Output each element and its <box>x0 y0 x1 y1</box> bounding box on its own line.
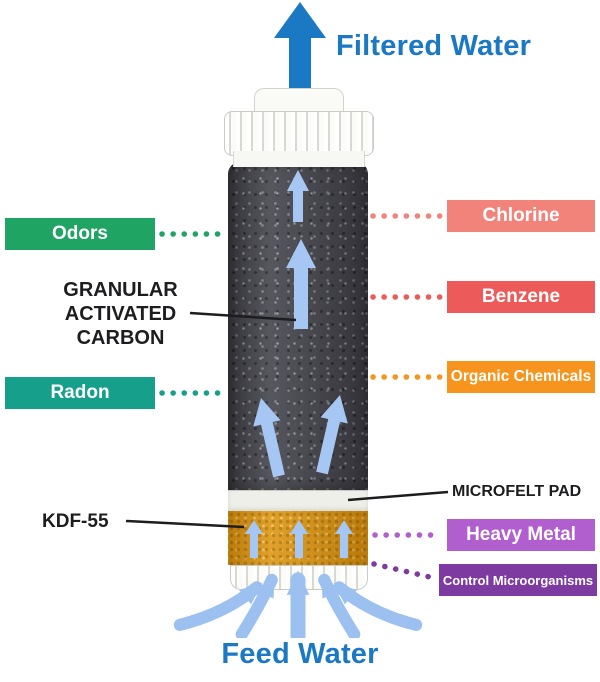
kdf-arrow-left-icon <box>245 520 263 558</box>
feed-arrowhead-inner-right-icon <box>321 574 340 599</box>
feed-water-title: Feed Water <box>221 638 379 670</box>
feed-arrowhead-inner-left-icon <box>256 574 275 599</box>
filtered-water-arrow-icon <box>274 2 326 90</box>
kdf-pointer-line <box>125 519 245 529</box>
cartridge-shoulder <box>233 151 365 167</box>
odors-badge: Odors <box>5 218 155 250</box>
control-microorganisms-badge: Control Microorganisms <box>439 564 597 596</box>
feed-arrowhead-center-icon <box>286 570 310 595</box>
feed-arrowhead-outer-right-icon <box>333 582 357 605</box>
flow-arrow-middle-icon <box>286 239 316 329</box>
feed-arrowhead-outer-left-icon <box>239 582 263 605</box>
radon-badge: Radon <box>5 377 155 409</box>
flow-arrow-lower-right-icon <box>316 395 348 475</box>
microfelt-pad-label: MICROFELT PAD <box>452 483 582 500</box>
benzene-badge: Benzene <box>447 281 595 313</box>
kdf-arrow-center-icon <box>290 520 308 558</box>
internal-flow-arrows <box>245 170 353 558</box>
kdf-arrow-right-icon <box>335 520 353 558</box>
up-arrow-icon <box>274 2 326 90</box>
cartridge-collar <box>224 111 374 156</box>
flow-arrow-lower-left-icon <box>253 398 285 478</box>
feed-water-arrows <box>173 570 423 638</box>
flow-arrow-top-icon <box>287 170 309 222</box>
heavy-metal-badge: Heavy Metal <box>447 519 595 551</box>
granular-activated-carbon-label: GRANULAR ACTIVATED CARBON <box>63 279 178 349</box>
chlorine-badge: Chlorine <box>447 200 595 232</box>
organic-chemicals-badge: Organic Chemicals <box>447 361 595 393</box>
filtered-water-title: Filtered Water <box>336 30 532 62</box>
kdf55-label: KDF-55 <box>42 511 109 532</box>
